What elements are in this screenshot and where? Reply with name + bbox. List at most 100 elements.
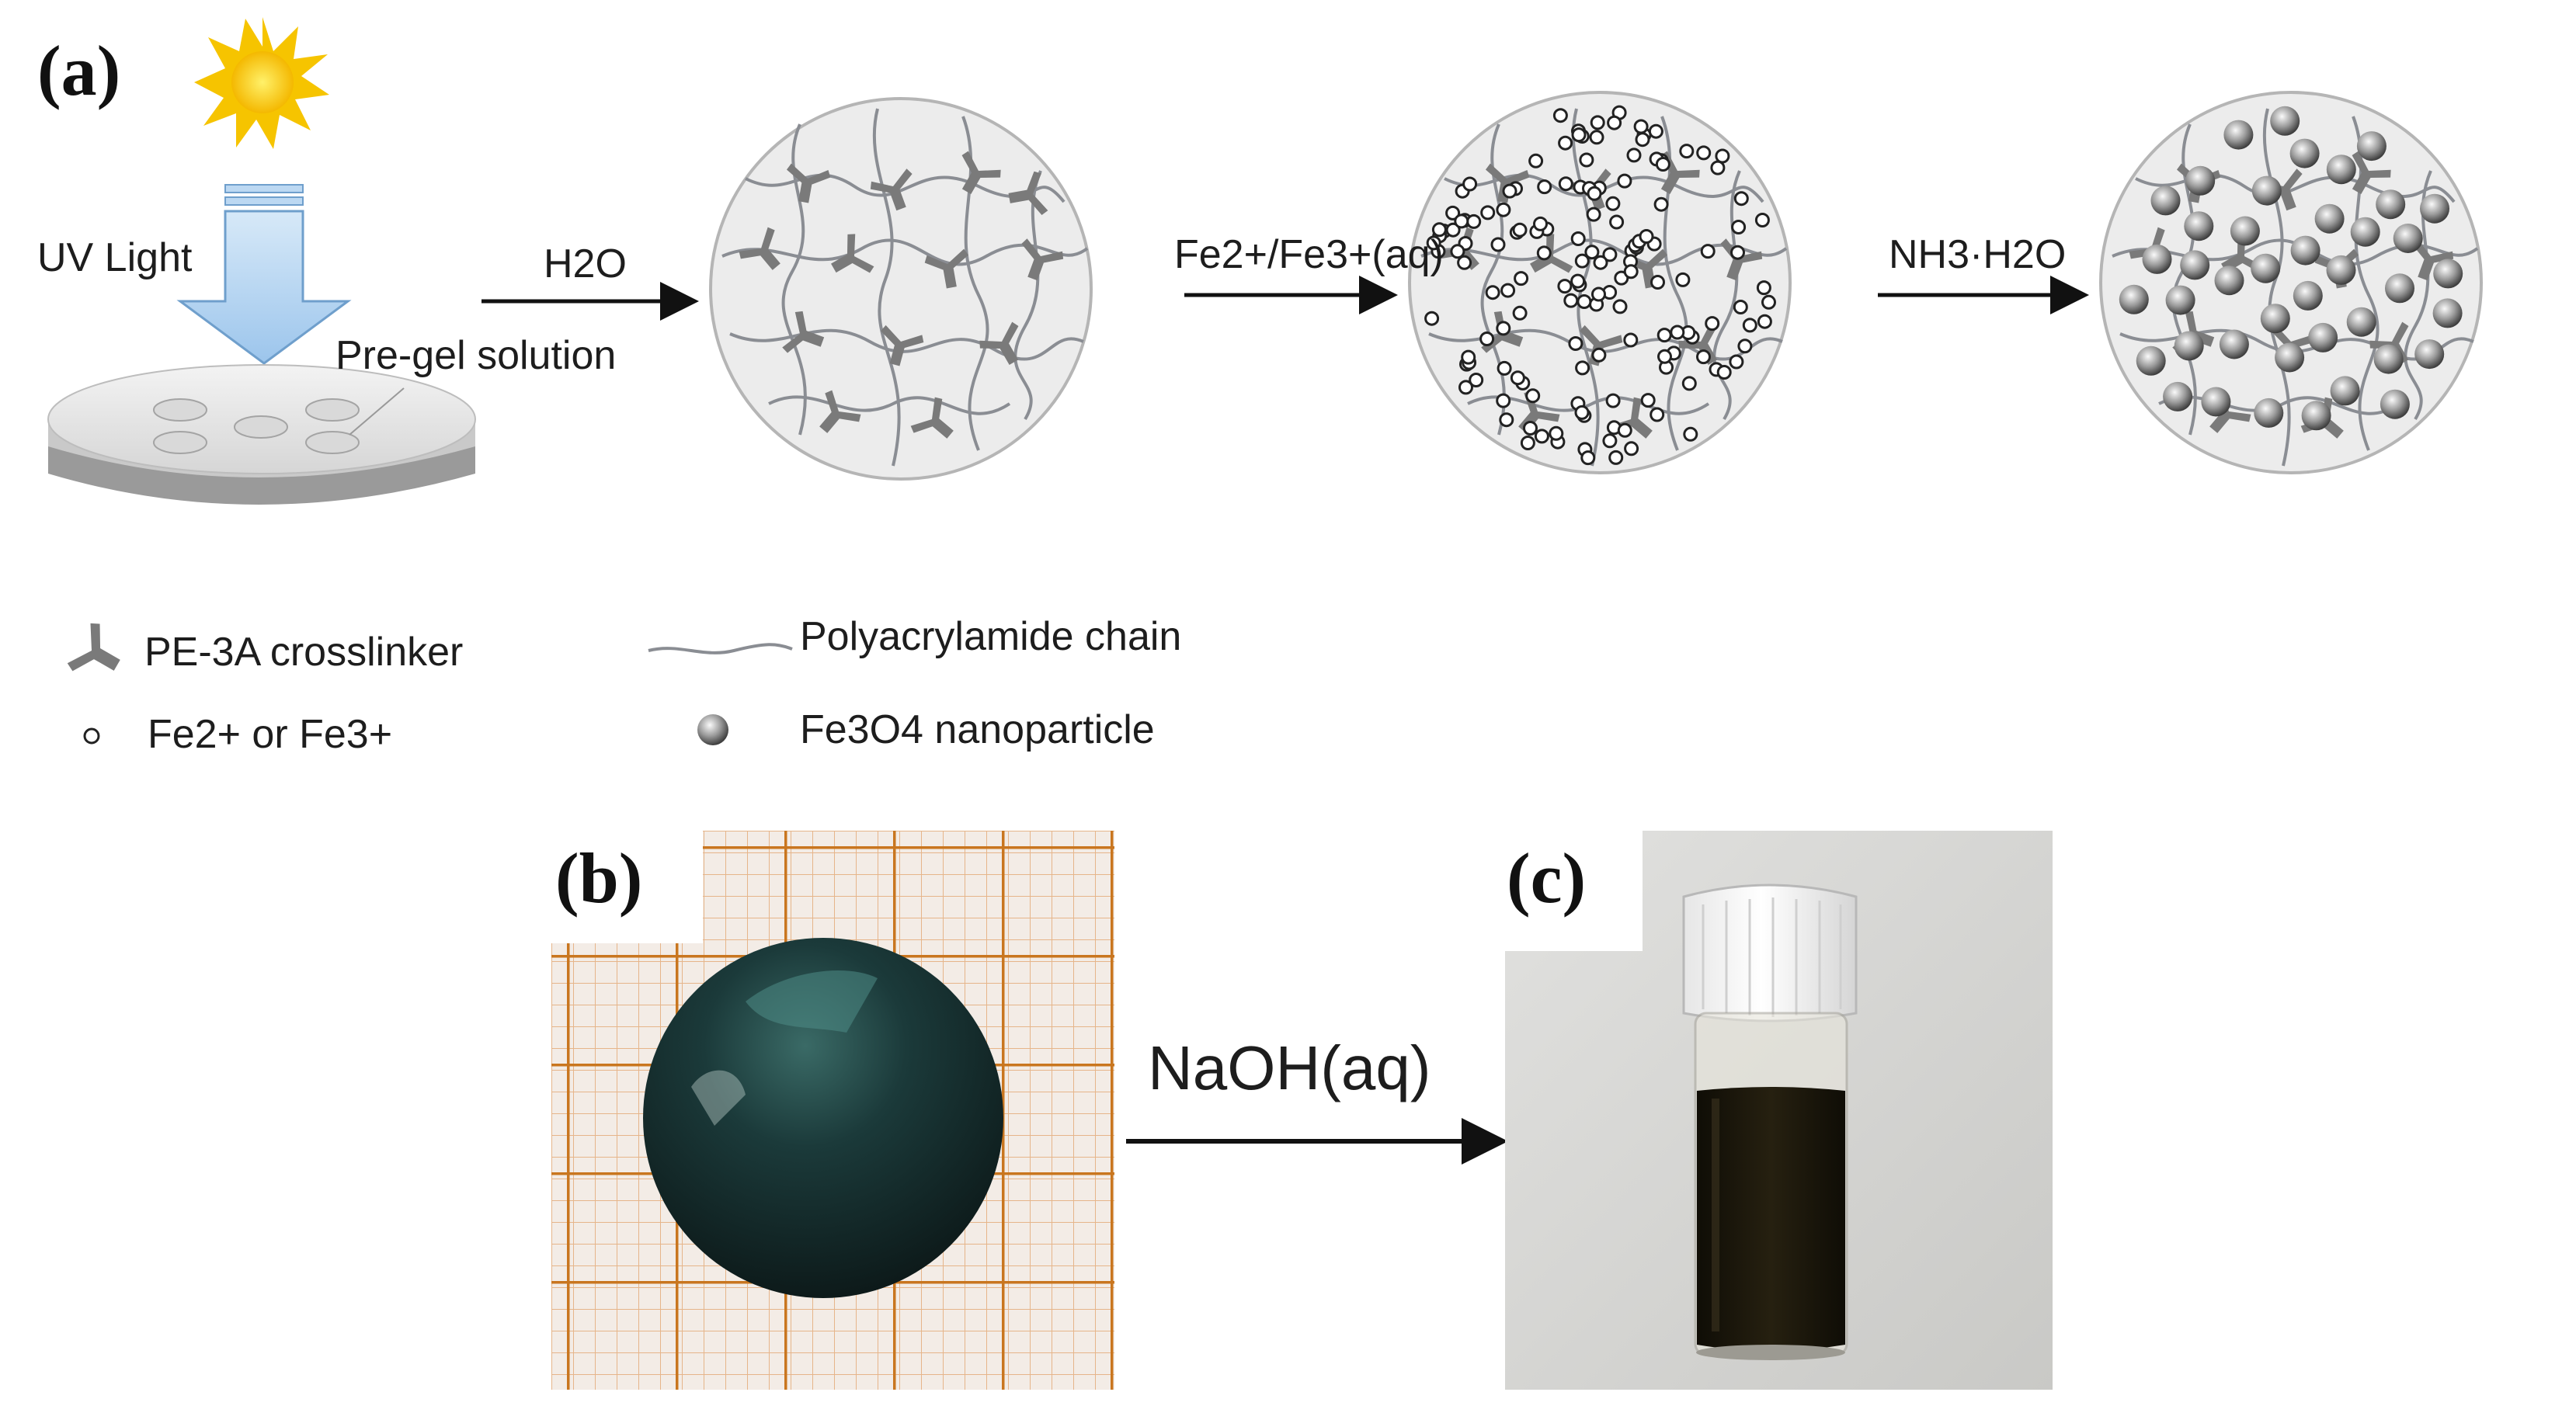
scheme-a [47, 17, 2483, 745]
ion-ring [1514, 271, 1529, 286]
ion-ring [1612, 299, 1628, 314]
nanoparticle-network-circle [2099, 91, 2483, 474]
ion-ring [1602, 433, 1618, 449]
legend-nanoparticle-label: Fe3O4 nanoparticle [800, 707, 1155, 752]
ion-ring [1733, 300, 1748, 314]
fe3o4-nanoparticle [2119, 284, 2149, 314]
ion-ring [1558, 176, 1573, 192]
fe3o4-nanoparticle [2150, 186, 2181, 216]
ion-ring [1730, 245, 1745, 260]
fe3o4-nanoparticle [2346, 307, 2376, 337]
ion-ring [1536, 245, 1552, 261]
sun-icon [194, 17, 329, 149]
fe3o4-nanoparticle [2293, 280, 2323, 311]
fe3o4-nanoparticle [2289, 138, 2320, 168]
fe3o4-nanoparticle [2380, 389, 2410, 419]
ion-ring [1590, 115, 1605, 130]
ion-ring [1512, 305, 1528, 321]
naoh-label: NaOH(aq) [1148, 1033, 1431, 1102]
ion-ring [1640, 393, 1656, 408]
label-b-backdrop [544, 823, 703, 943]
ion-loaded-network-circle [1408, 91, 1792, 474]
ion-ring [1525, 388, 1541, 404]
ion-ring [1458, 380, 1473, 395]
fe3o4-nanoparticle [2350, 217, 2380, 247]
ion-ring [1558, 135, 1573, 151]
fe3o4-nanoparticle [2385, 273, 2414, 304]
ion-ring [1575, 360, 1590, 376]
ion-ring [1563, 293, 1579, 308]
ion-ring [1497, 360, 1512, 376]
ion-ring [1650, 407, 1665, 422]
ion-ring [1633, 119, 1649, 134]
ion-ring [1716, 365, 1732, 380]
label-c-backdrop [1495, 823, 1643, 951]
ion-ring [1626, 148, 1642, 163]
fe3o4-nanoparticle [2185, 165, 2216, 196]
ion-ring [1528, 153, 1544, 168]
fe3o4-nanoparticle [2254, 397, 2284, 428]
hydrogel-network-circle [709, 97, 1093, 481]
petri-plate [47, 364, 476, 505]
ion-ring [1461, 349, 1476, 365]
fe3o4-nanoparticle [2376, 189, 2406, 220]
ion-ring [1445, 222, 1461, 238]
ion-ring [1586, 207, 1601, 222]
ion-ring [1469, 373, 1484, 387]
ion-ring [1609, 214, 1625, 230]
fe3o4-nanoparticle [2136, 345, 2166, 376]
legend-nanoparticle-icon [697, 714, 728, 745]
panel-label-b: (b) [555, 838, 643, 918]
ion-ring [1533, 216, 1548, 231]
fe3o4-nanoparticle [2356, 131, 2387, 161]
ion-ring [1608, 450, 1624, 465]
ion-ring [1639, 229, 1654, 244]
ion-ring [1568, 336, 1583, 351]
fe3o4-nanoparticle [2201, 387, 2231, 417]
fe3o4-nanoparticle [2142, 244, 2172, 274]
ion-ring [1574, 253, 1590, 269]
step2-reagent: Fe2+/Fe3+(aq) [1174, 232, 1444, 277]
ion-ring [1500, 283, 1516, 298]
ion-ring [1584, 245, 1600, 260]
ion-ring [1675, 272, 1691, 287]
fe3o4-nanoparticle [2275, 342, 2305, 373]
ion-ring [1431, 222, 1447, 238]
ion-ring [1679, 144, 1695, 159]
ion-ring [1648, 123, 1663, 139]
ion-ring [1557, 279, 1573, 294]
fe3o4-nanoparticle [2251, 253, 2281, 283]
legend-chain-label: Polyacrylamide chain [800, 614, 1182, 659]
fe3o4-nanoparticle [2393, 224, 2423, 253]
fe3o4-nanoparticle [2330, 376, 2360, 406]
ion-ring [1655, 157, 1670, 172]
ion-ring [1571, 127, 1587, 143]
ion-ring [1761, 294, 1776, 310]
fe3o4-nanoparticle [2184, 211, 2214, 241]
ion-ring [1696, 349, 1711, 365]
ion-ring [1700, 244, 1716, 259]
ion-ring [1450, 244, 1465, 259]
fe3o4-nanoparticle [2163, 381, 2193, 411]
ion-ring [1454, 214, 1469, 229]
ion-ring [1623, 264, 1639, 279]
ion-ring [1591, 286, 1606, 302]
fe3o4-nanoparticle [2214, 266, 2244, 296]
ion-ring [1580, 450, 1596, 466]
ion-ring [1650, 275, 1665, 290]
ion-ring [1426, 235, 1441, 251]
fe3o4-nanoparticle [2270, 106, 2300, 136]
ion-ring [1710, 160, 1726, 175]
ion-ring [1537, 179, 1552, 195]
fe3o4-nanoparticle [2326, 154, 2356, 185]
ion-ring [1653, 196, 1669, 212]
ion-ring [1570, 273, 1586, 289]
ion-ring [1502, 183, 1517, 199]
legend-ion-icon [83, 727, 100, 745]
ion-ring [1623, 332, 1639, 348]
ion-ring [1617, 173, 1632, 189]
ion-ring [1705, 316, 1720, 332]
legend-chain-icon [648, 643, 793, 654]
fe3o4-nanoparticle [2260, 304, 2290, 334]
legend-crosslinker-label: PE-3A crosslinker [144, 630, 464, 675]
